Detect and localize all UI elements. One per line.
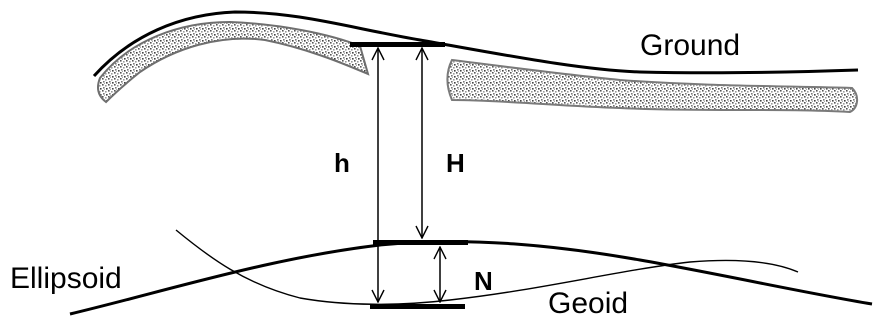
ground-label: Ground	[640, 29, 740, 62]
ground-surface-line	[92, 10, 859, 78]
h-orthometric-height-label: H	[446, 148, 465, 178]
ellipsoid-point-bar	[373, 240, 468, 245]
ellipsoid-curve	[69, 240, 873, 316]
h-ellipsoidal-height-label: h	[334, 148, 350, 178]
n-geoid-undulation-label: N	[474, 266, 493, 296]
ground-texture-left	[97, 20, 370, 104]
ground-texture-right	[446, 58, 858, 114]
geoid-curve	[175, 229, 799, 305]
ellipsoid-label: Ellipsoid	[10, 262, 122, 295]
geoid-point-bar	[370, 304, 465, 309]
geoid-label: Geoid	[548, 287, 628, 320]
ground-point-bar	[350, 42, 445, 47]
